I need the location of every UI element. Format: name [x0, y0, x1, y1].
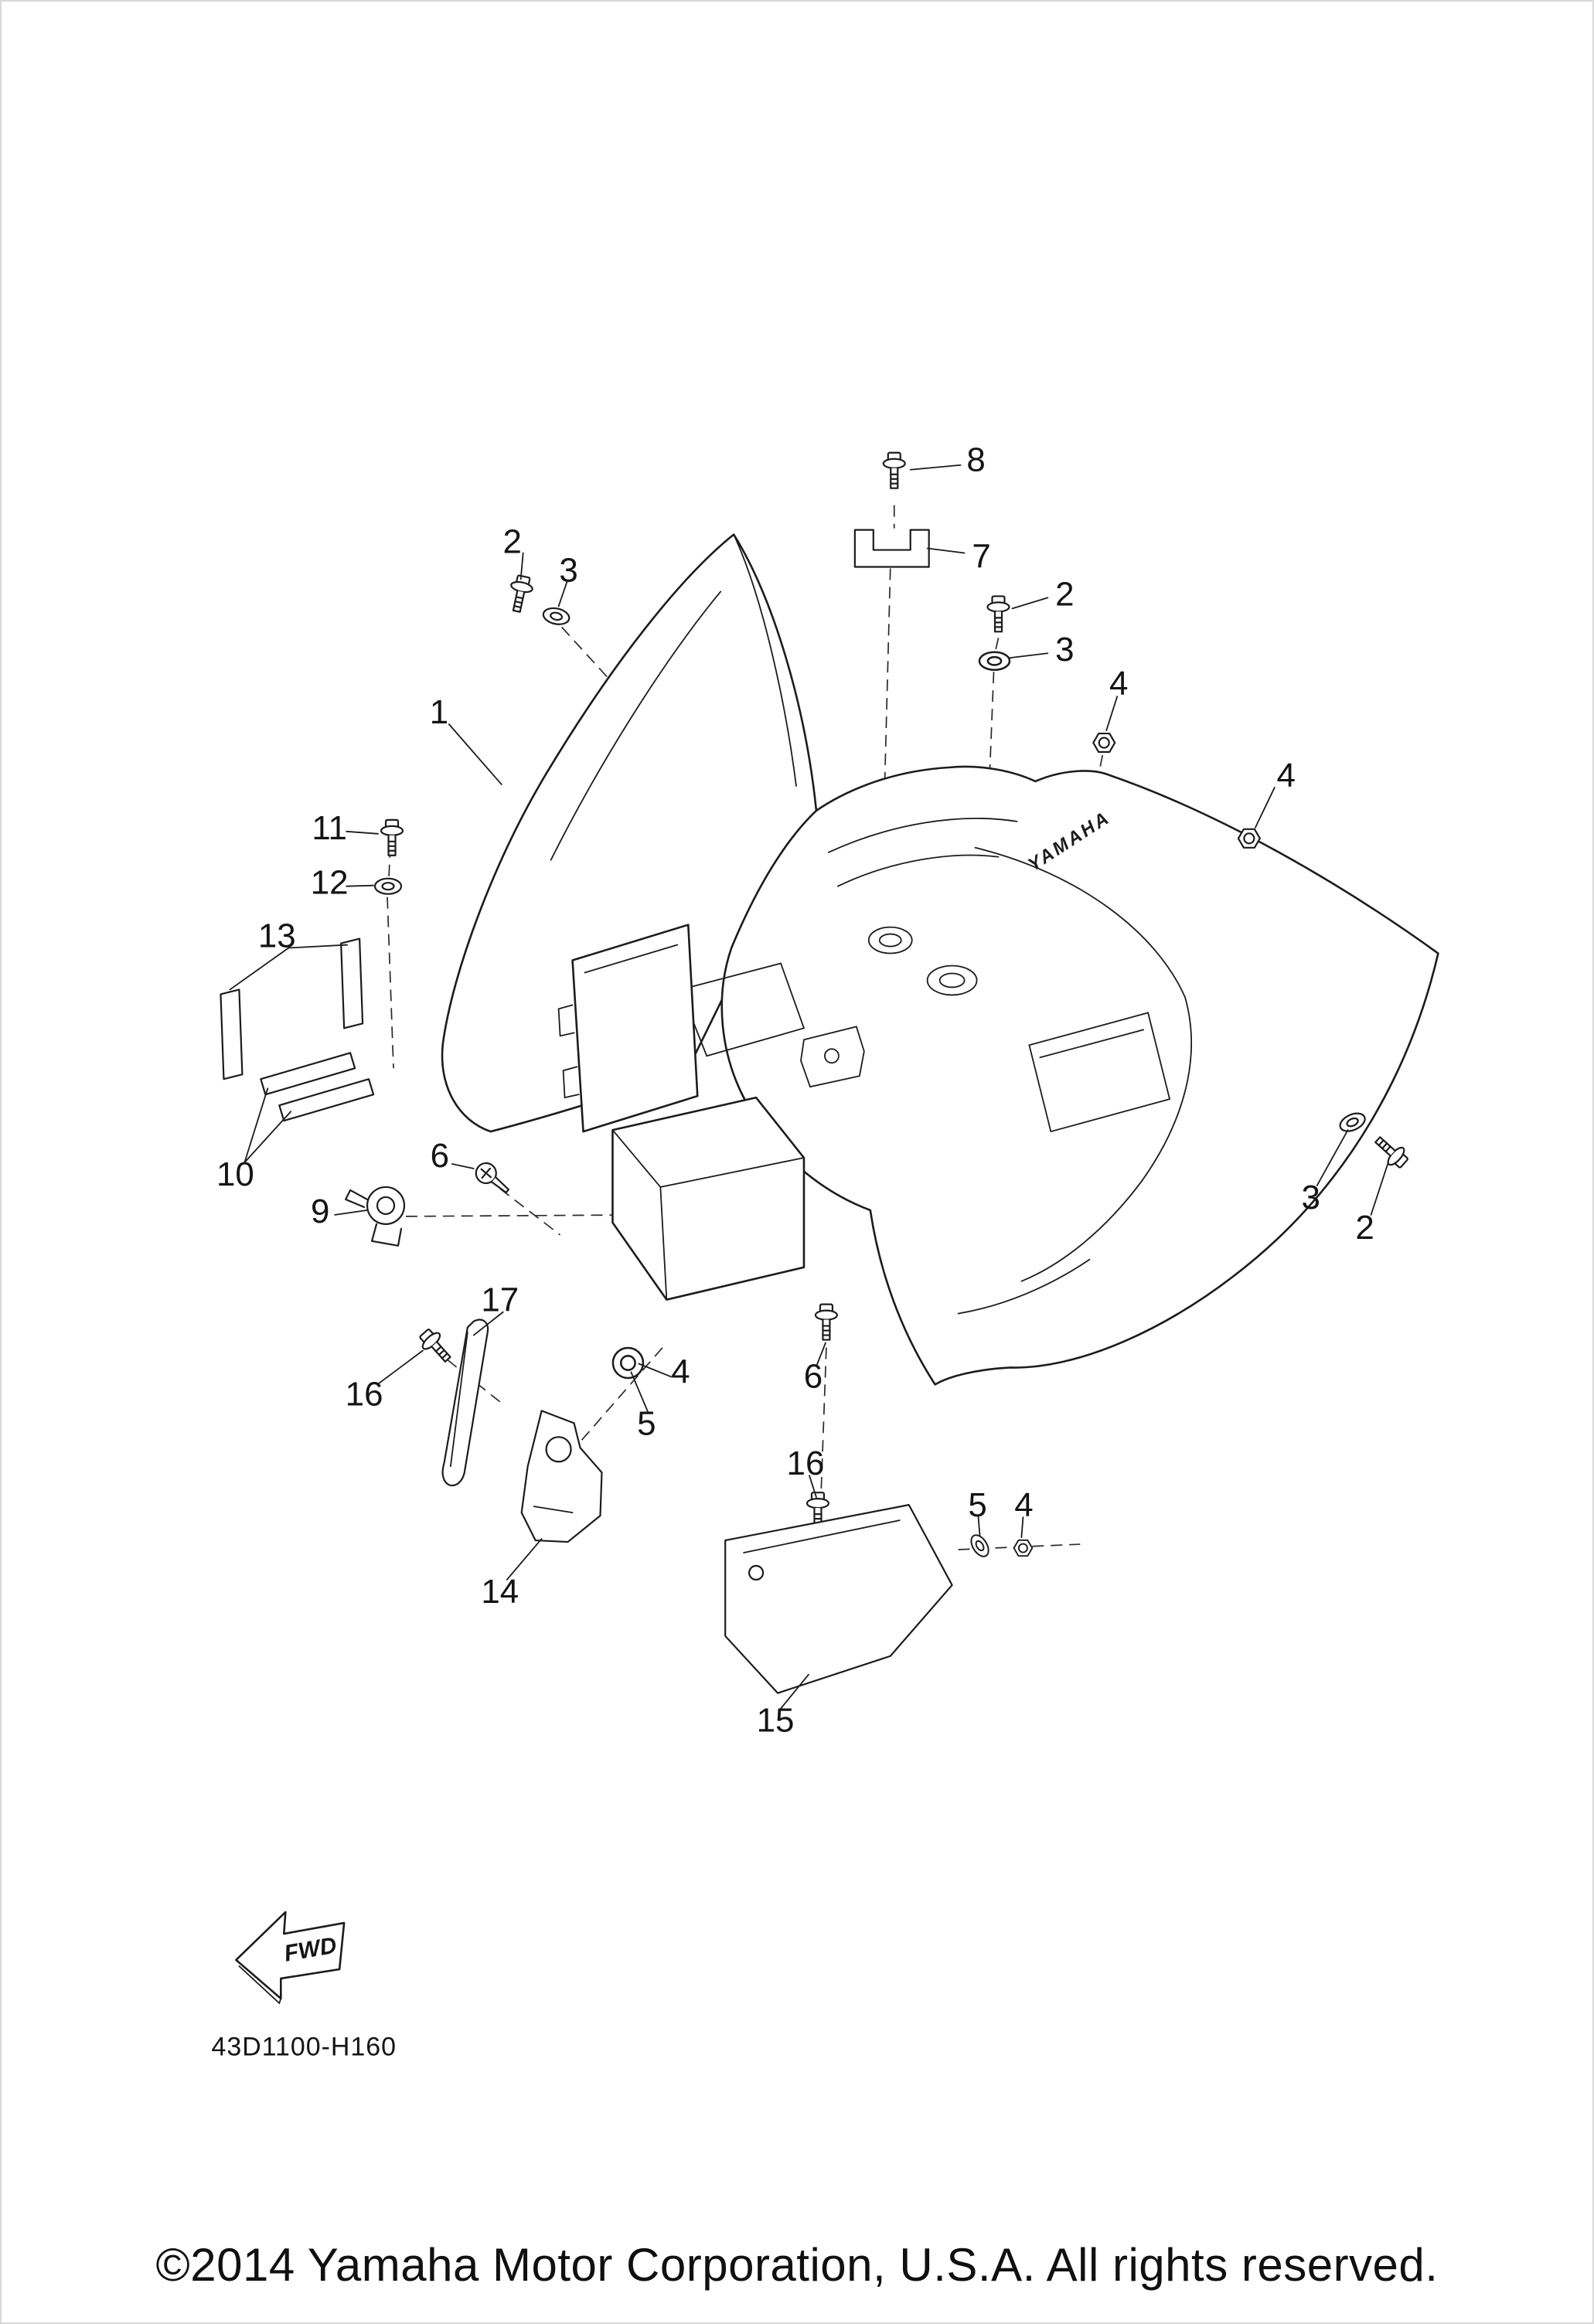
callout-leader-lines: [229, 464, 1389, 1710]
fwd-arrow: FWD: [235, 1911, 346, 2005]
nut-4-right-part: [1237, 828, 1261, 849]
strap-17-part: [441, 1319, 489, 1487]
callout-4-mid: 4: [671, 1353, 690, 1390]
battery-box: [611, 1096, 806, 1301]
bolt-11-part: [380, 818, 404, 856]
washer-5-mid-part: [611, 1346, 645, 1380]
callout-4-right: 4: [1277, 757, 1296, 795]
fwd-arrow-shape: [235, 1911, 346, 2000]
rear-fender-assembly-art: YAMAHA: [441, 533, 1439, 1386]
callout-11: 11: [312, 809, 347, 847]
callout-16-left: 16: [346, 1375, 383, 1413]
callout-16-mid: 16: [787, 1444, 825, 1482]
callout-1: 1: [430, 693, 448, 731]
mounting-plate: [571, 924, 699, 1133]
screw-6-left-part: [471, 1158, 515, 1200]
bolt-2-top-mid-part: [986, 595, 1010, 633]
callout-15: 15: [757, 1702, 795, 1740]
washer-3-top-mid-part: [978, 651, 1011, 672]
bolt-6-mid-part: [814, 1303, 838, 1341]
copyright-text: ©2014 Yamaha Motor Corporation, U.S.A. A…: [155, 2239, 1439, 2291]
rear-fender-body: [720, 765, 1439, 1386]
callout-3-right: 3: [1301, 1179, 1320, 1216]
callout-3-top-mid: 3: [1055, 631, 1074, 669]
bracket-14-part: [520, 1410, 603, 1543]
callout-2-top-mid: 2: [1055, 575, 1074, 613]
callout-4-top-mid: 4: [1109, 665, 1128, 703]
callout-3-top-left: 3: [559, 551, 577, 589]
callout-7: 7: [972, 537, 990, 575]
access-hatch: [1028, 1012, 1171, 1133]
damper-pads-10: [260, 1052, 375, 1122]
callout-5-bottom: 5: [968, 1486, 986, 1524]
nut-4-top-mid-part: [1092, 732, 1116, 754]
bolt-2-right-part: [1369, 1131, 1412, 1172]
callout-4-bottom: 4: [1014, 1486, 1033, 1524]
callout-14: 14: [481, 1573, 519, 1611]
damper-pads-13: [220, 937, 364, 1080]
nut-4-bottom-part: [1013, 1539, 1034, 1557]
latch-9-part: [345, 1186, 406, 1247]
callout-12: 12: [311, 864, 349, 902]
callout-13: 13: [258, 917, 296, 955]
callout-2-right: 2: [1355, 1209, 1374, 1247]
seat-latch-bracket: [800, 1026, 865, 1088]
bolt-16-left-part: [415, 1325, 457, 1368]
callout-2-top-left: 2: [503, 523, 522, 561]
bolt-8-part: [882, 451, 906, 489]
diagram-code: 43D1100-H160: [211, 2033, 397, 2062]
guard-panel-15-part: [724, 1504, 953, 1694]
washer-12-part: [373, 877, 403, 895]
washer-3-top-left-part: [540, 604, 572, 628]
callout-numbers: 8 7 2 3 2 3 4 4 1 11 12 13 10 9 6 3 2 17…: [216, 441, 1374, 1740]
callout-6-mid: 6: [804, 1357, 823, 1395]
callout-9: 9: [311, 1193, 329, 1230]
callout-10: 10: [216, 1155, 254, 1193]
callout-17: 17: [481, 1281, 519, 1319]
callout-8: 8: [966, 441, 985, 479]
bracket-7-part: [853, 529, 930, 568]
callout-6-left: 6: [431, 1137, 449, 1175]
callout-5-mid: 5: [637, 1404, 656, 1442]
hardware-parts: [220, 451, 1412, 1694]
bolt-2-top-left-part: [505, 573, 536, 614]
